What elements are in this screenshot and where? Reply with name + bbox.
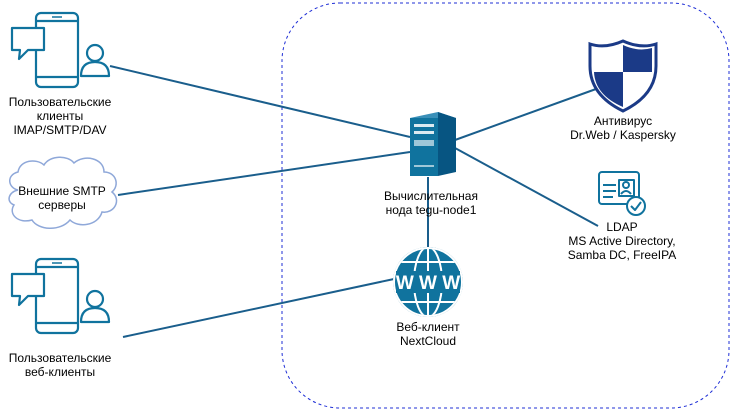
label-web-client: Веб-клиент NextCloud [396, 320, 460, 348]
label-user-clients: Пользовательские клиенты IMAP/SMTP/DAV [8, 95, 112, 137]
label-ldap: LDAP MS Active Directory, Samba DC, Free… [567, 220, 677, 262]
label-compute-node: Вычислительная нода tegu-node1 [384, 189, 478, 217]
label-antivirus: Антивирус Dr.Web / Kaspersky [570, 114, 676, 142]
server-icon [410, 112, 456, 176]
label-external-smtp: Внешние SMTP серверы [18, 184, 106, 212]
label-web-clients: Пользовательские веб-клиенты [8, 351, 112, 379]
mobile-user-icon [10, 257, 111, 335]
mobile-user-icon [10, 11, 111, 89]
connector-web-clients [122, 278, 395, 338]
globe-www-text: W W W [396, 273, 460, 294]
cloud-icon [8, 156, 118, 229]
www-globe-icon: W W W [393, 247, 463, 317]
connectors [109, 65, 599, 338]
id-card-icon [598, 171, 646, 216]
connector-user-clients [109, 65, 411, 138]
infrastructure-boundary [281, 2, 730, 409]
connector-external-smtp [117, 151, 411, 196]
connector-ldap [454, 147, 599, 227]
shield-icon [588, 39, 658, 113]
connector-antivirus [454, 88, 597, 141]
